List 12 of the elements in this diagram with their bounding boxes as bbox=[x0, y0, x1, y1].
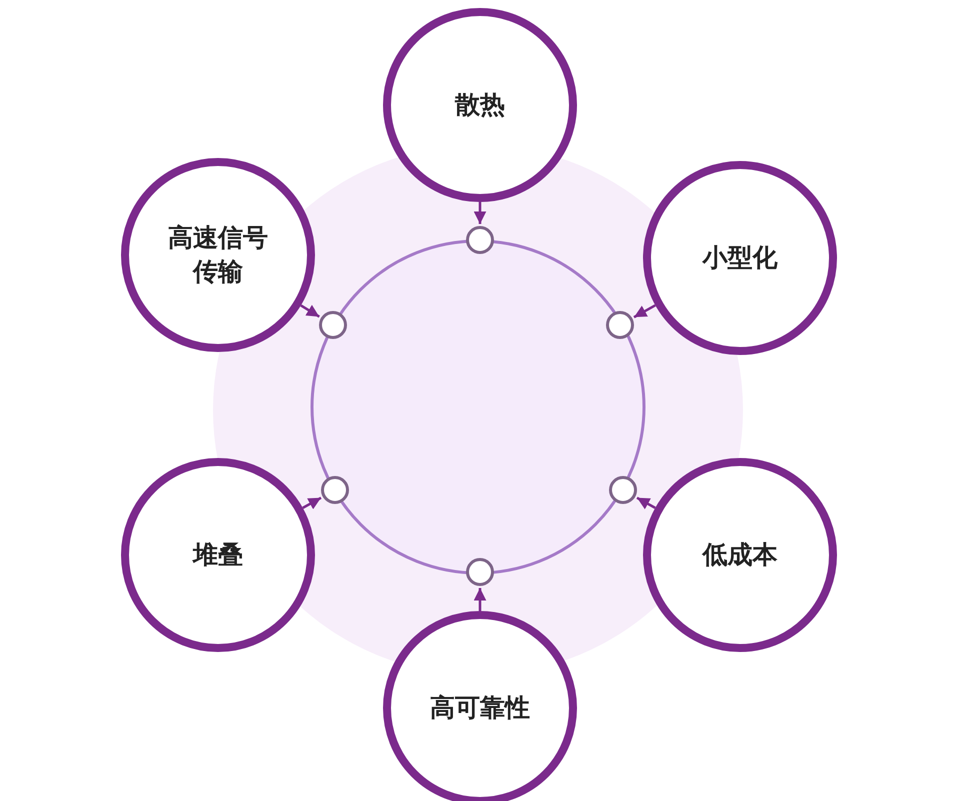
arrow bbox=[302, 496, 322, 510]
feature-circle: 小型化 bbox=[643, 161, 837, 355]
feature-circle: 高速信号传输 bbox=[121, 158, 315, 352]
feature-circle: 散热 bbox=[383, 8, 577, 202]
feature-circle: 低成本 bbox=[643, 458, 837, 652]
arrow bbox=[474, 588, 486, 611]
arrow bbox=[300, 304, 320, 318]
feature-circle: 高可靠性 bbox=[383, 611, 577, 801]
feature-circle: 堆叠 bbox=[121, 458, 315, 652]
arrow bbox=[633, 304, 656, 318]
arrow bbox=[636, 496, 656, 510]
arrow bbox=[474, 202, 486, 224]
